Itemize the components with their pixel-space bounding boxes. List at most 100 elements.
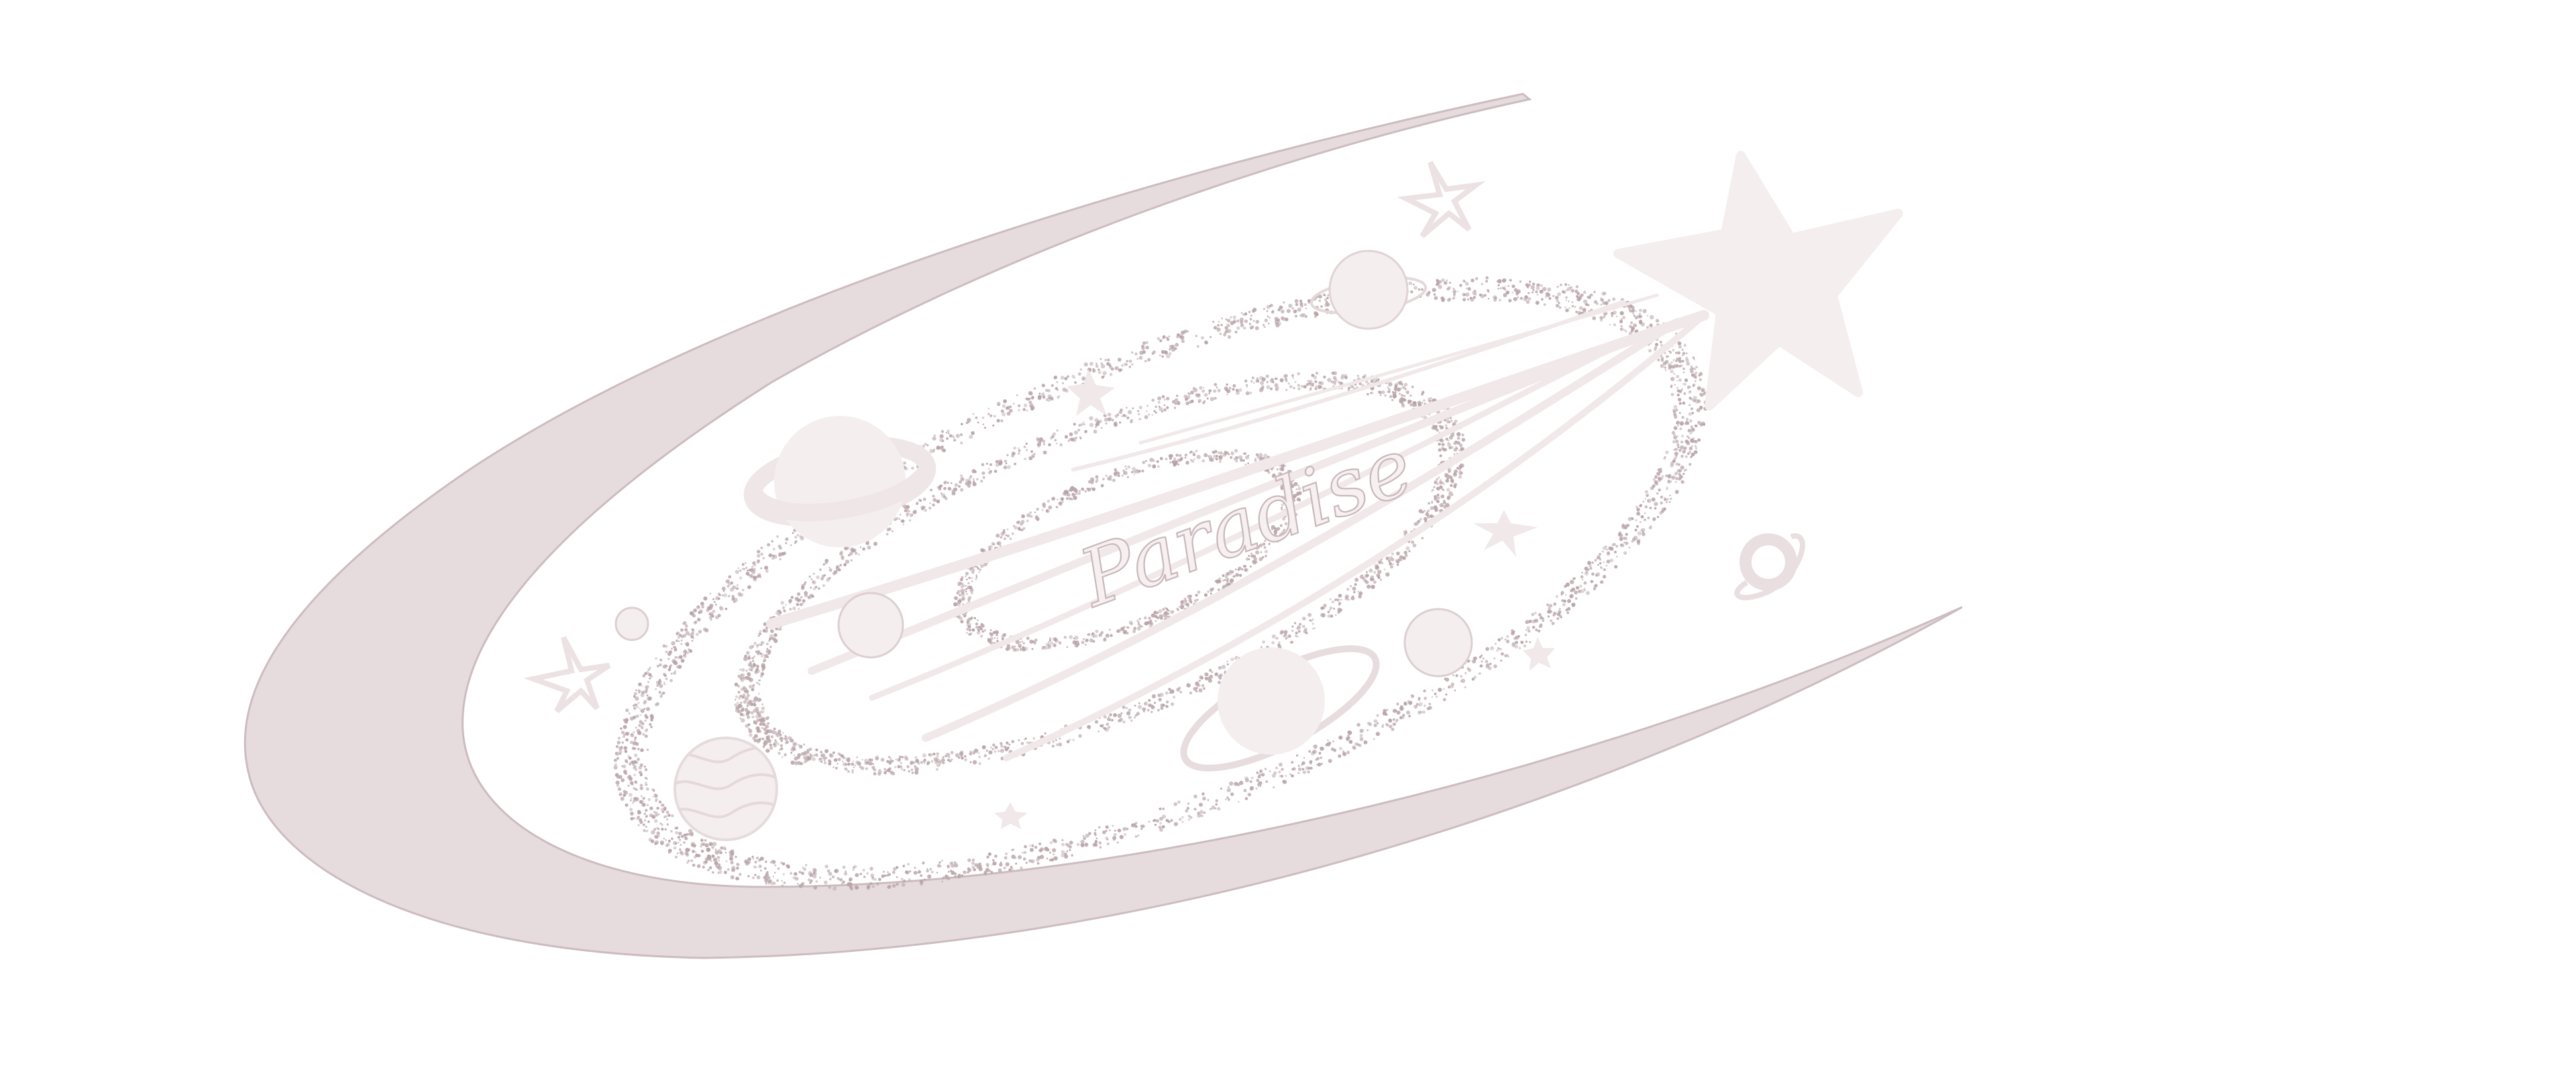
dust-speck (1025, 449, 1028, 451)
dust-speck (1244, 312, 1248, 316)
dust-speck (904, 462, 906, 464)
dust-speck (1036, 443, 1039, 446)
dust-speck (812, 869, 817, 873)
dust-speck (1601, 550, 1604, 553)
dust-speck (1450, 484, 1453, 488)
dust-speck (625, 733, 629, 736)
dust-speck (1695, 424, 1698, 428)
dust-speck (1107, 358, 1110, 362)
dust-speck (963, 871, 965, 873)
dust-speck (1682, 367, 1685, 370)
dust-speck (1214, 382, 1218, 386)
dust-speck (733, 597, 735, 600)
dust-speck (1444, 424, 1448, 427)
dust-speck (1100, 631, 1104, 635)
dust-speck (1189, 451, 1192, 454)
dust-speck (895, 517, 899, 521)
dust-speck (652, 796, 655, 798)
dust-speck (1320, 756, 1322, 759)
dust-speck (1110, 478, 1112, 481)
dust-speck (637, 810, 641, 815)
dust-speck (1605, 564, 1608, 567)
dust-speck (920, 761, 924, 764)
dust-speck (677, 836, 681, 839)
dust-speck (1051, 745, 1055, 748)
dust-speck (1154, 823, 1157, 826)
dust-speck (967, 858, 971, 863)
dust-speck (839, 550, 844, 554)
dust-speck (826, 869, 830, 873)
dust-speck (1285, 775, 1287, 777)
dust-speck (753, 578, 757, 582)
dust-speck (885, 533, 889, 536)
dust-speck (1388, 388, 1391, 391)
dust-speck (661, 824, 663, 826)
dust-speck (1499, 647, 1502, 651)
dust-speck (868, 761, 873, 766)
dust-speck (620, 727, 623, 730)
dust-speck (1352, 586, 1356, 591)
dust-speck (1363, 578, 1367, 582)
dust-speck (1185, 809, 1189, 813)
dust-speck (1283, 635, 1286, 638)
dust-speck (1461, 433, 1464, 437)
dust-speck (1173, 696, 1175, 699)
dust-speck (924, 443, 927, 445)
dust-speck (1294, 622, 1297, 625)
dust-speck (1615, 545, 1619, 548)
dust-speck (1293, 482, 1298, 486)
dust-speck (1423, 689, 1426, 693)
dust-speck (1148, 820, 1150, 823)
dust-speck (959, 582, 961, 584)
dust-speck (1268, 543, 1271, 545)
dust-speck (807, 757, 810, 761)
dust-speck (1108, 715, 1110, 718)
dust-speck (817, 587, 820, 590)
dust-speck (781, 879, 783, 882)
dust-speck (725, 860, 728, 863)
dust-speck (1519, 297, 1523, 301)
dust-speck (965, 588, 968, 590)
dust-speck (1212, 321, 1215, 323)
dust-speck (717, 865, 722, 871)
dust-speck (1246, 386, 1248, 388)
dust-speck (1012, 402, 1015, 405)
dust-speck (1455, 674, 1458, 678)
dust-speck (1044, 847, 1049, 851)
dust-speck (1289, 517, 1291, 519)
dust-speck (1674, 409, 1678, 412)
dust-speck (1138, 356, 1143, 360)
dust-speck (913, 871, 918, 875)
dust-speck (815, 880, 818, 883)
dust-speck (1421, 390, 1425, 394)
dust-speck (761, 710, 765, 714)
dust-speck (818, 757, 821, 761)
dust-speck (1389, 562, 1393, 565)
dust-speck (1619, 537, 1623, 541)
dust-speck (1377, 570, 1382, 574)
dust-speck (781, 884, 784, 887)
dust-speck (1676, 422, 1678, 425)
dust-speck (802, 599, 806, 603)
dust-speck (1084, 429, 1087, 433)
dust-speck (1529, 641, 1532, 643)
dust-speck (1244, 379, 1248, 383)
dust-speck (745, 567, 748, 569)
dust-speck (1350, 596, 1355, 600)
dust-speck (993, 543, 996, 546)
dust-speck (622, 764, 627, 769)
dust-speck (633, 704, 635, 707)
dust-speck (1047, 394, 1052, 398)
dust-speck (1609, 558, 1614, 563)
dust-speck (735, 682, 739, 687)
dust-speck (1575, 311, 1578, 313)
dust-speck (1191, 399, 1194, 402)
dust-speck (1474, 292, 1477, 296)
dust-speck (1442, 500, 1446, 505)
dust-speck (1673, 449, 1675, 451)
dust-speck (676, 639, 678, 643)
dust-speck (1159, 816, 1163, 821)
dust-speck (712, 598, 714, 600)
dust-speck (975, 623, 978, 626)
dust-speck (1108, 365, 1113, 369)
